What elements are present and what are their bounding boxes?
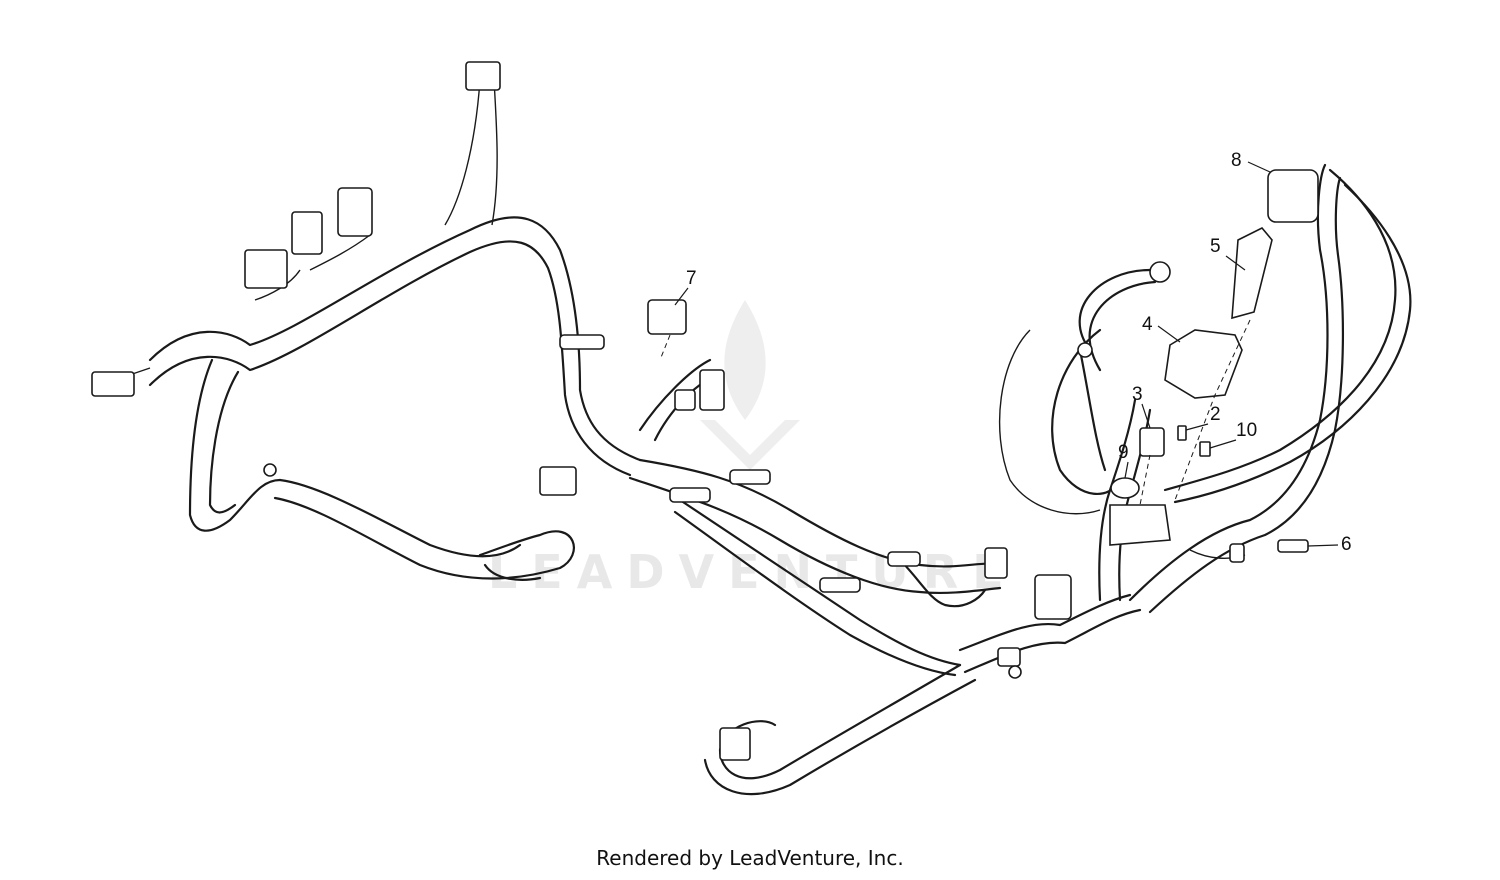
connector-left-block [244, 249, 288, 289]
connector-lower-middle [539, 466, 577, 496]
leader-7 [674, 287, 689, 306]
connector-right-small [1229, 543, 1245, 563]
ring-terminal [1149, 261, 1171, 283]
callout-2: 2 [1210, 404, 1221, 425]
clip-left [263, 463, 277, 477]
central-harness [628, 358, 1008, 677]
callout-7: 7 [686, 268, 697, 289]
clip-center-3 [819, 577, 861, 593]
connector-left-end [91, 371, 135, 397]
callout-8: 8 [1231, 150, 1242, 171]
connector-left-plug [337, 187, 373, 237]
callout-4: 4 [1142, 314, 1153, 335]
clip-center-1 [669, 487, 711, 503]
clip-middle-top [559, 334, 605, 350]
part-10-fuse [1199, 441, 1211, 457]
connector-top [465, 61, 501, 91]
part-7-connector [647, 299, 687, 335]
part-4-cover [1164, 329, 1243, 399]
clip-center-4 [887, 551, 921, 567]
left-harness [91, 61, 642, 581]
callout-9: 9 [1118, 442, 1129, 463]
part-2-fuse [1177, 425, 1187, 441]
connector-center-small [674, 389, 696, 411]
fuse-box [1109, 504, 1171, 546]
leader-2 [1185, 423, 1209, 431]
leader-9 [1124, 461, 1129, 479]
right-harness [659, 163, 1412, 614]
callout-6: 6 [1341, 534, 1352, 555]
connector-left-relay [291, 211, 323, 255]
callouts: 8 5 7 4 3 2 10 9 6 [674, 150, 1352, 555]
leader-3 [1141, 403, 1151, 429]
part-5-bracket [1231, 227, 1273, 320]
clip-center-2 [729, 469, 771, 485]
leader-5 [1225, 255, 1246, 271]
connector-bottom [719, 727, 751, 761]
grommet-right [1077, 342, 1093, 358]
connector-center-right [984, 547, 1008, 579]
clip-bottom [997, 647, 1021, 667]
part-8-fuse-cover [1267, 169, 1319, 223]
watermark-logo-icon [700, 300, 800, 470]
leader-10 [1209, 439, 1237, 449]
leader-6 [1307, 544, 1339, 547]
grommet-bottom [1008, 665, 1022, 679]
callout-3: 3 [1132, 384, 1143, 405]
watermark-text: LEADVENTURE [488, 545, 1018, 599]
part-6-terminal [1277, 539, 1309, 553]
leader-8 [1247, 161, 1271, 173]
connector-bottom-right [1034, 574, 1072, 620]
lower-harness [703, 574, 1142, 796]
callout-5: 5 [1210, 236, 1221, 257]
footer-credit: Rendered by LeadVenture, Inc. [596, 846, 904, 870]
callout-10: 10 [1236, 420, 1257, 441]
connector-center-plug [699, 369, 725, 411]
leader-4 [1157, 325, 1181, 343]
part-3-relay [1139, 427, 1165, 457]
part-9-grommet [1110, 477, 1140, 499]
